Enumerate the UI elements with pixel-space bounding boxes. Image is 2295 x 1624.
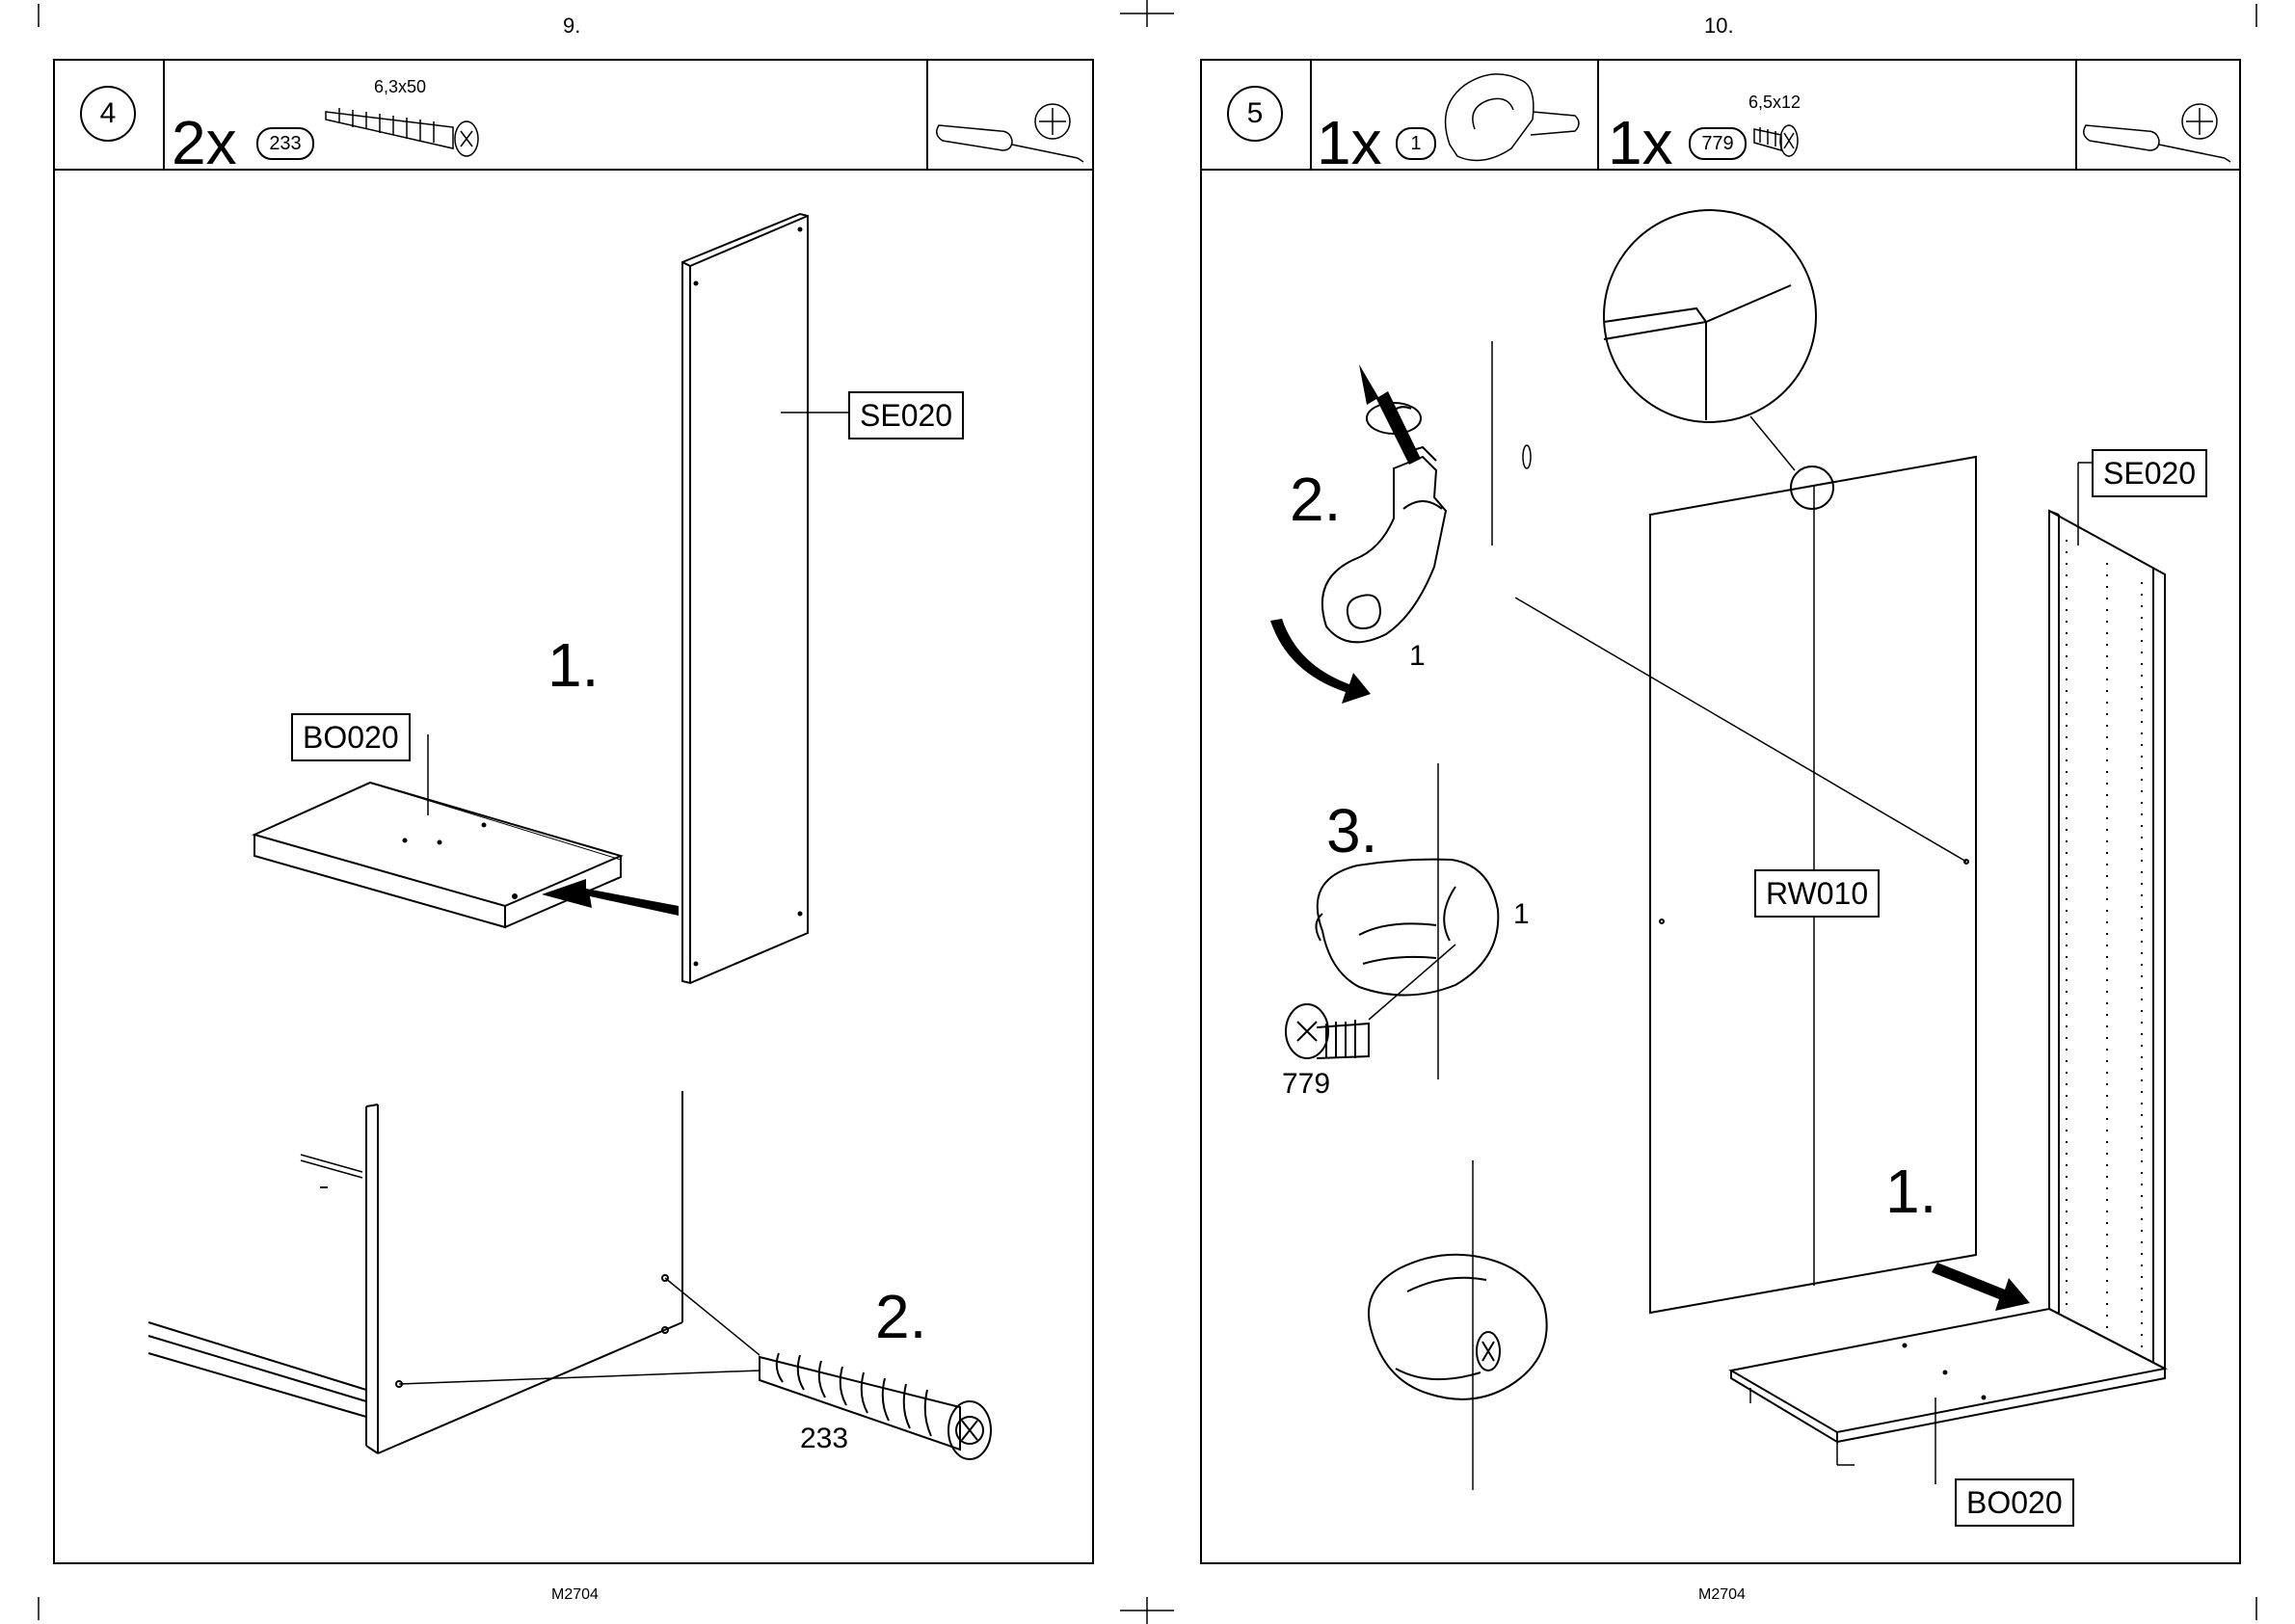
quantity: 1x (1317, 112, 1382, 173)
insert-arrow (542, 879, 679, 916)
screwdriver-icon (2084, 125, 2230, 162)
screw-233-large (760, 1353, 991, 1459)
quantity: 1x (1608, 112, 1673, 173)
insert-arrow (1932, 1263, 2030, 1311)
bottom-panel-label: BO020 (291, 713, 411, 761)
sub-step-1: 1. (547, 634, 599, 696)
screw-part-label: 779 (1282, 1070, 1330, 1099)
screw-part-label: 233 (800, 1424, 848, 1453)
sub-step-2: 2. (875, 1286, 926, 1347)
bracket-rotate-detail (1322, 341, 1531, 642)
sub-step-3: 3. (1326, 800, 1377, 862)
part-spec: 6,5x12 (1748, 93, 1801, 113)
part-spec: 6,3x50 (374, 77, 426, 97)
footer-code: M2704 (551, 1586, 599, 1604)
bracket-screw-detail (1286, 763, 1498, 1079)
bracket-part-label: 1 (1409, 642, 1426, 671)
side-panel-label: SE020 (2092, 449, 2207, 497)
step-number: 4 (81, 87, 135, 141)
screw-233-icon (326, 108, 478, 156)
corner-detail (148, 1091, 760, 1453)
quantity: 2x (172, 112, 237, 173)
bottom-panel-bo020 (1731, 1309, 2165, 1484)
sub-step-2: 2. (1290, 468, 1341, 530)
part-number-badge: 233 (256, 127, 314, 160)
side-panel-se020 (2049, 463, 2165, 1369)
phillips-head-icon (1035, 104, 1070, 139)
side-panel-label: SE020 (848, 391, 964, 439)
magnifier-detail (1604, 210, 1833, 509)
side-panel-se020 (682, 214, 848, 983)
phillips-head-icon (2182, 104, 2217, 139)
bottom-panel-label: BO020 (1955, 1478, 2074, 1527)
page-number: 10. (1704, 13, 1734, 39)
step-number: 5 (1228, 87, 1282, 141)
screw-779-icon (1754, 125, 1798, 156)
crop-marks (39, 0, 2256, 1624)
bracket-installed-detail (1369, 1160, 1547, 1490)
part-number-badge: 779 (1689, 127, 1747, 160)
bracket-part-label: 1 (1513, 900, 1530, 929)
screwdriver-icon (937, 125, 1083, 162)
footer-code: M2704 (1698, 1586, 1746, 1604)
back-panel-label: RW010 (1754, 869, 1880, 918)
page-number: 9. (563, 13, 580, 39)
rotate-arrow (1270, 619, 1371, 704)
bracket-1-icon (1446, 74, 1579, 161)
left-page-frame (54, 60, 1093, 1563)
sub-step-1: 1. (1885, 1160, 1936, 1222)
part-number-badge: 1 (1396, 127, 1436, 160)
